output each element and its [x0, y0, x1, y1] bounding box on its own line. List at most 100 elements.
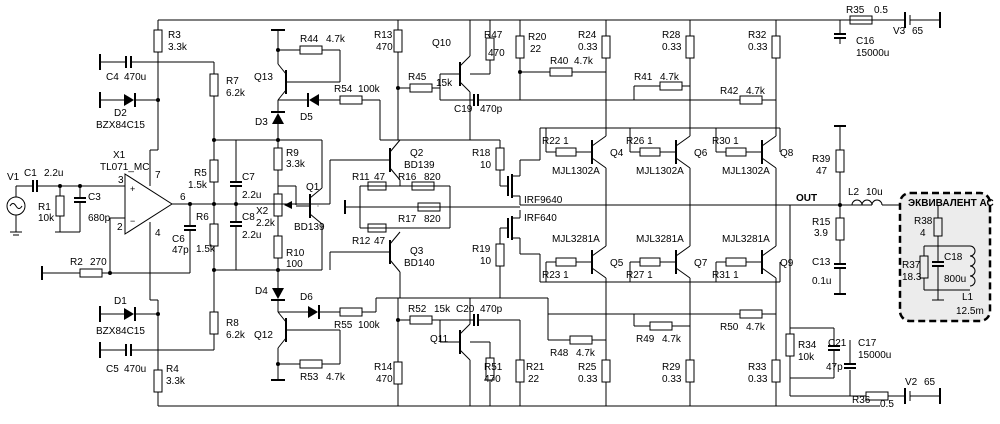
d4-label: D4: [255, 286, 268, 297]
c4-capacitor: [99, 54, 132, 70]
q9-transistor: [715, 205, 781, 406]
d1-model: BZX84C15: [96, 326, 145, 337]
r8-resistor: [209, 270, 219, 350]
r20-label: R20: [528, 32, 547, 43]
r21-label: R21: [526, 362, 545, 373]
input-source-v1: [6, 185, 32, 236]
q9-label: Q9: [780, 258, 794, 269]
r5-resistor: [209, 140, 219, 206]
pin-4: 4: [155, 228, 161, 239]
r8-value: 6.2k: [226, 330, 246, 341]
x1-label: X1: [113, 150, 126, 161]
r19-label: R19: [472, 244, 491, 255]
q2-model: BD139: [404, 160, 435, 171]
r29-value: 0.33: [662, 374, 682, 385]
r36-value: 0.5: [880, 399, 894, 410]
r13-label: R13: [374, 30, 393, 41]
c4-label: C4: [106, 72, 119, 83]
r48-value: 4.7k: [576, 348, 596, 359]
r34-label: R34: [798, 340, 817, 351]
pin-3: 3: [118, 175, 124, 186]
c8-label: C8: [242, 212, 255, 223]
c20-value: 470p: [480, 304, 503, 315]
r42-label: R42: [720, 86, 739, 97]
r23-label: R23 1: [542, 270, 569, 281]
r21-resistor: [515, 320, 525, 406]
negative-rail: [190, 340, 941, 407]
opamp-x1: + −: [109, 150, 214, 300]
r39-label: R39: [812, 154, 831, 165]
q5-transistor: [545, 205, 611, 406]
irf640-label: IRF640: [524, 213, 557, 224]
r11-resistor: [360, 181, 400, 191]
x1-model: TL071_MC: [100, 162, 149, 173]
r20-resistor: [515, 20, 525, 100]
r14-label: R14: [374, 362, 393, 373]
c3-value: 680p: [88, 213, 111, 224]
r53-label: R53: [300, 372, 319, 383]
r13-resistor: [393, 20, 403, 140]
c17-label: C17: [858, 338, 877, 349]
q5-model: MJL3281A: [552, 234, 600, 245]
r41-label: R41: [634, 72, 653, 83]
pin-6: 6: [180, 192, 186, 203]
c5-value: 470u: [124, 364, 146, 375]
r39-value: 47: [816, 166, 828, 177]
r42-resistor: [520, 95, 776, 105]
r55-label: R55: [334, 320, 353, 331]
r27-label: R27 1: [626, 270, 653, 281]
q4-label: Q4: [610, 148, 624, 159]
r40-resistor: [518, 67, 606, 77]
r24-value: 0.33: [578, 42, 598, 53]
r16-resistor: [400, 181, 450, 191]
x2-label: X2: [256, 206, 269, 217]
q3-label: Q3: [410, 246, 424, 257]
c8-value: 2.2u: [242, 230, 261, 241]
r5-label: R5: [194, 168, 207, 179]
r49-value: 4.7k: [662, 334, 682, 345]
mosfet-irf9640: [500, 159, 540, 205]
l2-value: 10u: [866, 187, 883, 198]
v2-value: 65: [924, 377, 936, 388]
r50-resistor: [548, 309, 776, 319]
pin-7: 7: [155, 170, 161, 181]
r14-value: 470: [376, 374, 393, 385]
q3-model: BD140: [404, 258, 435, 269]
q7-transistor: [629, 205, 695, 406]
r32-value: 0.33: [748, 42, 768, 53]
r18-label: R18: [472, 148, 491, 159]
d2-zener: [99, 92, 160, 108]
pin-2: 2: [117, 222, 123, 233]
speaker-equivalent-box: [898, 191, 992, 323]
d1-label: D1: [114, 296, 127, 307]
r31-label: R31 1: [712, 270, 739, 281]
positive-rail: [157, 12, 941, 44]
r11-value: 47: [374, 172, 386, 183]
q10-label: Q10: [432, 38, 451, 49]
r17-resistor: [400, 186, 451, 229]
d3-diode: [271, 100, 285, 140]
r47-resistor: [470, 20, 495, 75]
r54-value: 100k: [358, 84, 381, 95]
q11-label: Q11: [430, 334, 449, 345]
c4-value: 470u: [124, 72, 146, 83]
r35-value: 0.5: [874, 5, 888, 16]
r45-resistor: [396, 74, 441, 100]
r51-label: R51: [484, 362, 503, 373]
r53-resistor: [276, 330, 341, 369]
c7-c8-capacitors: [214, 139, 330, 271]
zobel-network: [820, 125, 872, 295]
q5-label: Q5: [610, 258, 624, 269]
r42-value: 4.7k: [746, 86, 766, 97]
r51-value: 470: [484, 374, 501, 385]
q13-transistor: [271, 29, 340, 101]
q8-label: Q8: [780, 148, 794, 159]
l1-label: L1: [962, 292, 974, 303]
r8-label: R8: [226, 318, 239, 329]
r44-resistor: [276, 45, 341, 82]
c13-value: 0.1u: [812, 276, 831, 287]
c19-value: 470p: [480, 104, 503, 115]
r20-value: 22: [530, 44, 542, 55]
r32-label: R32: [748, 30, 767, 41]
r4-resistor: [130, 299, 214, 407]
